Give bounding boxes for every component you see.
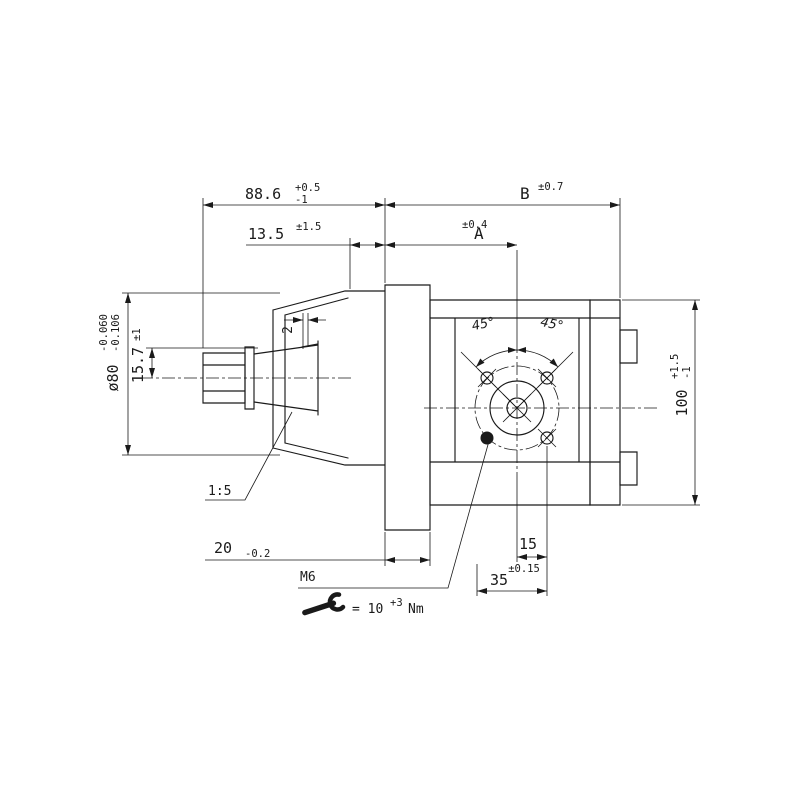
port-bottom — [619, 451, 638, 486]
bolt-hole-top-left — [480, 371, 494, 385]
torque-unit-text: Nm — [408, 602, 424, 617]
pump-body — [429, 299, 591, 506]
dim-157-value: 15.7 — [129, 347, 147, 383]
angle-45-right-label: 45° — [539, 315, 565, 334]
dim-dia80-tol-upper: -0.060 — [98, 314, 110, 352]
thread-m6-label: M6 — [300, 570, 316, 585]
dim-dia80-tol-lower: -0.106 — [110, 314, 122, 352]
dim-100-tol-minus: -1 — [681, 366, 693, 379]
port-top — [619, 329, 638, 364]
dim-dia80-value: ø80 — [104, 364, 122, 391]
dim-b-tol: ±0.7 — [538, 181, 563, 193]
diagonal-45-lines — [460, 351, 574, 409]
dim-35-value: 35 — [490, 571, 508, 589]
dim-key2-value: 2 — [281, 326, 296, 334]
dim-135-tol: ±1.5 — [296, 221, 321, 233]
dim-100-group: 100 +1.5 -1 — [669, 354, 693, 417]
bolt-circle — [474, 365, 560, 451]
angle-45-left-label: 45° — [470, 315, 496, 334]
h100-dimension-lines — [622, 299, 700, 506]
arrowheads — [125, 202, 698, 594]
torque-eq-text: = 10 — [352, 602, 383, 617]
shaft-washer — [244, 346, 255, 410]
dim-20-tol: -0.2 — [245, 548, 270, 560]
dim-dia80-group: ø80 -0.060 -0.106 — [98, 314, 122, 391]
bolt-hole-top-right — [540, 371, 554, 385]
dim-15-tol: ±0.15 — [508, 563, 540, 575]
dim-20-value: 20 — [214, 539, 232, 557]
taper-label: 1:5 — [208, 484, 231, 499]
dim-a-tol: ±0.4 — [462, 219, 487, 231]
pump-outline — [202, 284, 638, 531]
tapered-shaft — [253, 340, 319, 416]
dim-886-value: 88.6 — [245, 185, 281, 203]
dimension-labels: 88.6 +0.5 -1 B ±0.7 13.5 ±1.5 A ±0.4 45°… — [98, 181, 693, 617]
bolt-spacing-dimension-lines — [476, 446, 548, 596]
dim-15-value: 15 — [519, 535, 537, 553]
mounting-flange — [384, 284, 431, 531]
port-face-lines — [429, 317, 621, 463]
dim-100-value: 100 — [673, 389, 691, 416]
dim-157-group: 15.7 ±1 — [129, 328, 147, 383]
key-width-dimension-lines — [284, 313, 326, 349]
center-lines — [140, 340, 660, 478]
bolt-hole-m6-filled — [480, 431, 494, 445]
rear-cover — [589, 299, 621, 506]
d20-dimension-lines — [205, 532, 431, 566]
bolt-hole-bottom-right — [540, 431, 554, 445]
dim-135-value: 13.5 — [248, 225, 284, 243]
dim-key2-group: 2 — [281, 326, 296, 334]
taper-leader-line — [205, 411, 293, 501]
dim-a-value: A — [474, 224, 484, 243]
bell-housing — [272, 290, 386, 466]
dim-100-tol-plus: +1.5 — [669, 354, 681, 379]
wrench-icon — [302, 592, 346, 616]
dim-886-tol-minus: -1 — [295, 194, 308, 206]
dim-886-tol-plus: +0.5 — [295, 182, 320, 194]
torque-sup-text: +3 — [390, 597, 403, 609]
dia80-dimension-lines — [122, 292, 280, 456]
dimension-lines — [122, 198, 700, 596]
dim-157-tol: ±1 — [131, 328, 143, 341]
m6-leader-line — [298, 440, 490, 589]
top-dimension-lines — [202, 198, 621, 348]
dim-b-value: B — [520, 184, 530, 203]
